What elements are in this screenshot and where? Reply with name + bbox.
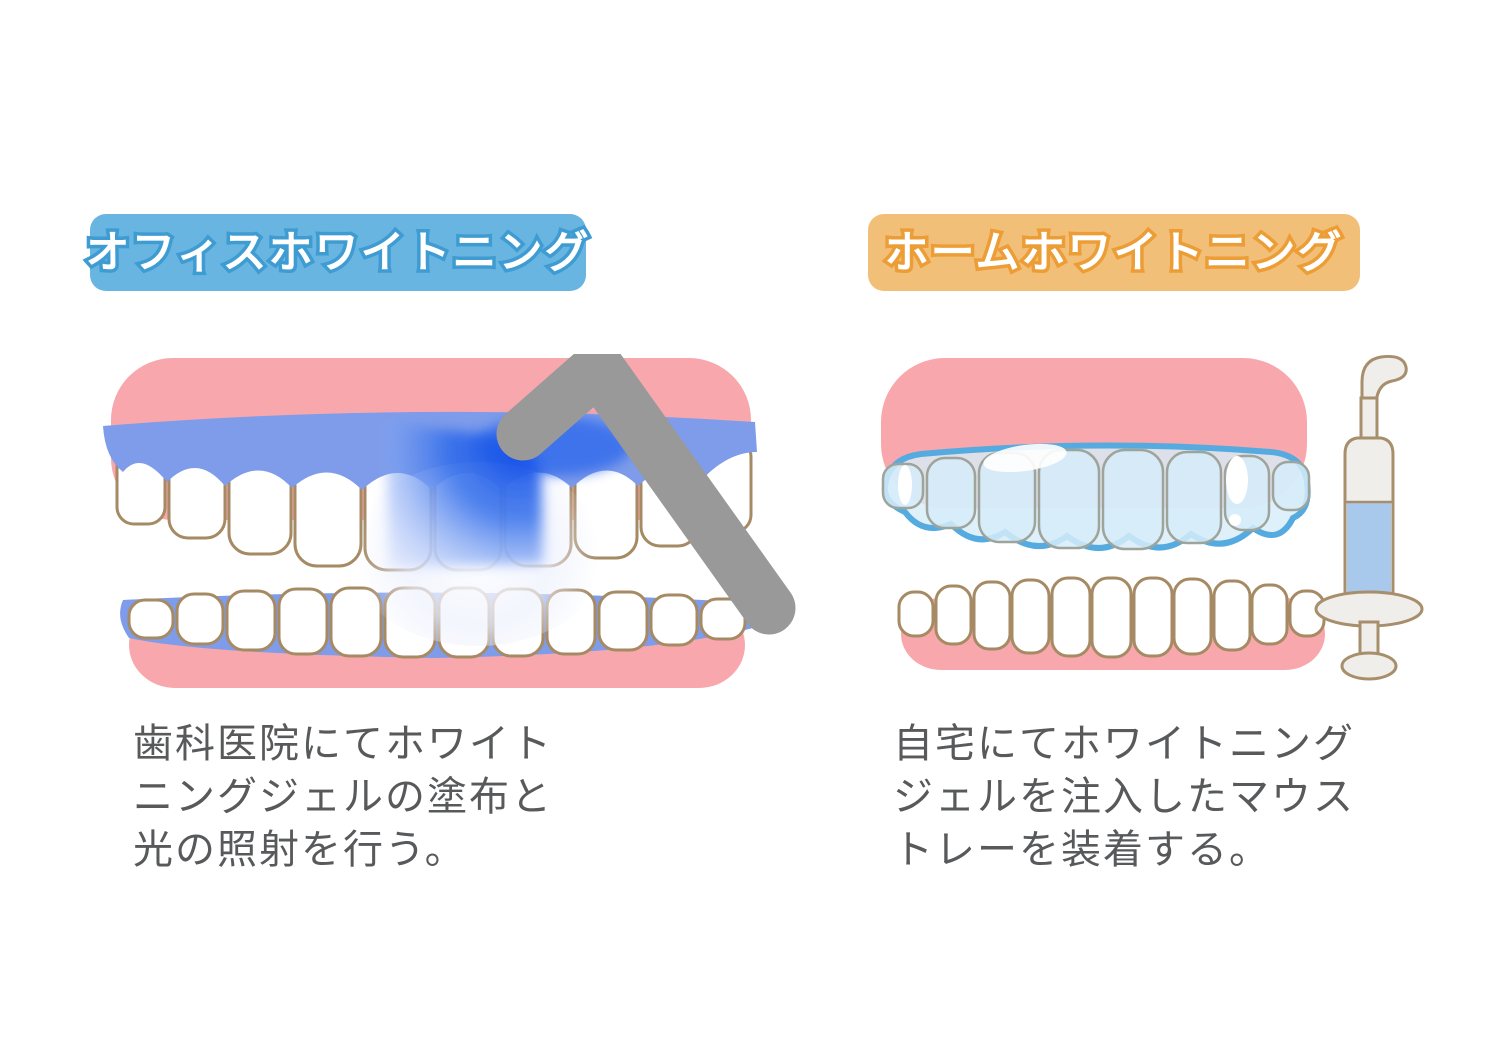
office-badge-text-fill: オフィスホワイトニング bbox=[85, 226, 591, 278]
caption-line: 歯科医院にてホワイト bbox=[133, 721, 553, 767]
light-beam bbox=[350, 422, 606, 646]
home-whitening-badge-text: ホームホワイトニング ホームホワイトニング bbox=[881, 226, 1345, 278]
home-whitening-badge: ホームホワイトニング ホームホワイトニング bbox=[868, 214, 1360, 291]
caption-line: 光の照射を行う。 bbox=[133, 827, 467, 873]
mouth-tray bbox=[881, 442, 1311, 551]
caption-line: ジェルを注入したマウス bbox=[893, 774, 1355, 820]
tray-shine-highlights bbox=[898, 443, 1248, 526]
lower-teeth-row bbox=[897, 576, 1326, 659]
office-whitening-badge: オフィスホワイトニング オフィスホワイトニング bbox=[82, 214, 592, 291]
office-whitening-caption: 歯科医院にてホワイト ニングジェルの塗布と 光の照射を行う。 bbox=[133, 718, 553, 877]
syringe-gel-fill bbox=[1347, 502, 1391, 602]
office-whitening-badge-text: オフィスホワイトニング オフィスホワイトニング bbox=[82, 226, 592, 278]
caption-line: 自宅にてホワイトニング bbox=[893, 721, 1355, 767]
caption-line: ニングジェルの塗布と bbox=[133, 774, 553, 820]
office-whitening-illustration bbox=[103, 354, 796, 688]
whitening-light-device bbox=[496, 354, 796, 635]
home-badge-text-outline: ホームホワイトニング bbox=[881, 226, 1345, 278]
syringe-applicator-tip bbox=[1360, 355, 1408, 406]
syringe-neck bbox=[1359, 396, 1379, 444]
office-badge-text-outline: オフィスホワイトニング bbox=[82, 226, 592, 278]
caption-line: トレーを装着する。 bbox=[893, 827, 1271, 873]
home-whitening-illustration bbox=[881, 355, 1424, 681]
gel-syringe bbox=[1314, 355, 1424, 681]
home-whitening-caption: 自宅にてホワイトニング ジェルを注入したマウス トレーを装着する。 bbox=[893, 718, 1355, 877]
home-badge-text-fill: ホームホワイトニング bbox=[884, 226, 1344, 278]
syringe-plunger-foot bbox=[1340, 651, 1398, 681]
